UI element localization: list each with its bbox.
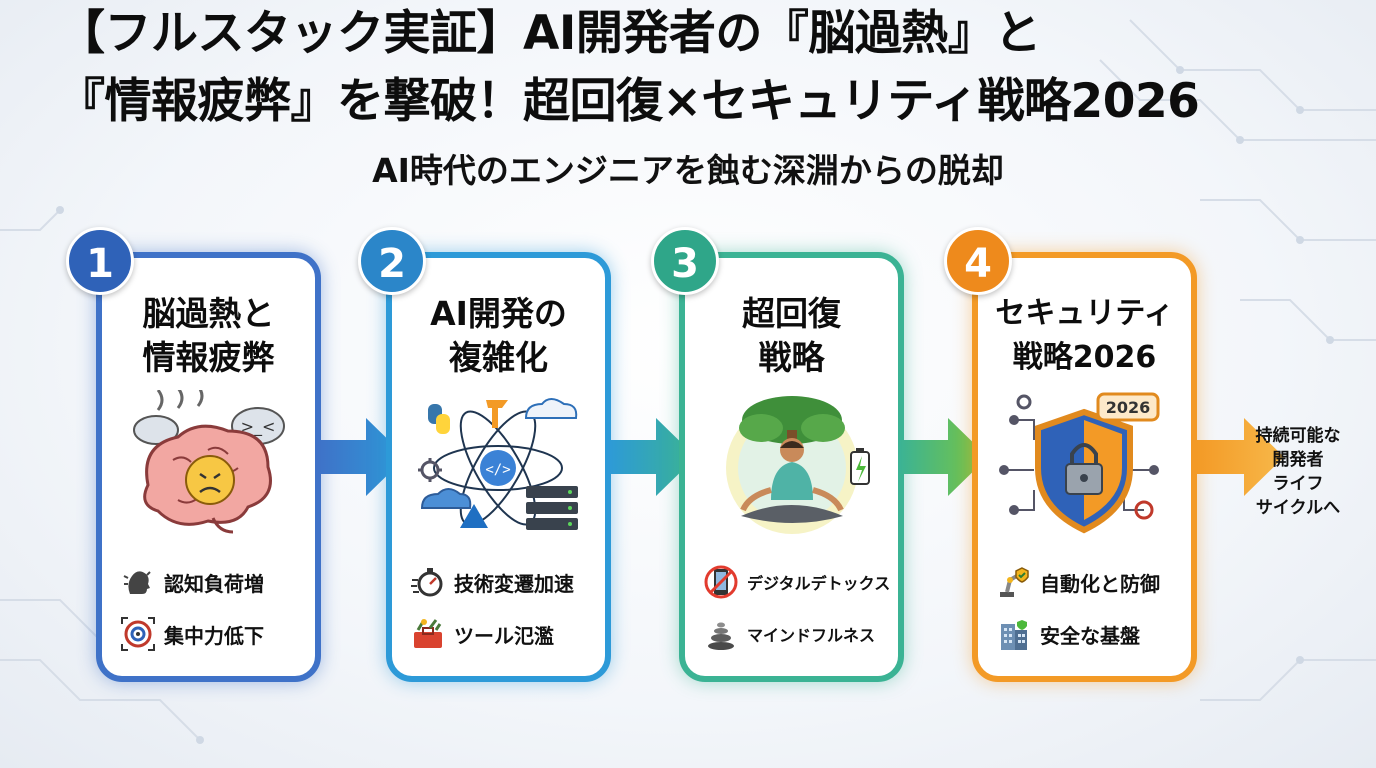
target-icon [121,617,155,651]
step-1-feature-2-label: 集中力低下 [164,623,264,648]
step-4-feature-2: 安全な基盤 [996,614,1196,654]
step-4-feature-2-label: 安全な基盤 [1040,623,1140,648]
step-card-2: AI開発の 複雑化 </> 技術変遷加速 [386,252,611,682]
step-4-title: セキュリティ 戦略2026 [995,296,1174,375]
robot-arm-icon [1000,567,1029,597]
step-3-feature-1: デジタルデトックス [703,562,903,602]
arrow-right-icon [1196,418,1284,496]
step-1-title: 脳過熱と 情報疲弊 [142,294,275,377]
step-2-title: AI開発の 複雑化 [430,294,567,377]
arrow-right-icon [900,418,988,496]
step-card-4: セキュリティ 戦略2026 2026 自動化と防御 [972,252,1197,682]
step-3-feature-2: マインドフルネス [703,614,903,654]
illustration-year-badge: 2026 [1106,398,1151,417]
security-shield-lock-icon: 2026 [999,392,1160,534]
step-4-number-badge: 4 [944,227,1012,295]
final-outcome-text: 持続可能な 開発者 ライフ サイクルへ [1255,426,1341,518]
step-card-3: 超回復 戦略 デジタルデトックス マインドフルネス [679,252,904,682]
no-phone-icon [704,565,738,599]
step-3-title: 超回復 戦略 [742,294,841,377]
step-2-feature-2: ツール氾濫 [410,614,610,654]
stacked-stones-icon [708,622,734,650]
title-line-2: 『情報疲弊』を撃破！超回復×セキュリティ戦略2026 [58,74,1200,129]
arrow-right-icon [318,418,406,496]
building-icon [1001,620,1027,650]
step-2-feature-2-label: ツール氾濫 [454,623,554,648]
step-3-feature-2-label: マインドフルネス [747,626,876,645]
step-2-number-badge: 2 [358,227,426,295]
step-4-feature-1: 自動化と防御 [996,562,1196,602]
step-1-feature-1: 認知負荷増 [120,562,320,602]
step-1-feature-2: 集中力低下 [120,614,320,654]
head-pressure-icon [123,571,151,594]
overheated-brain-icon: >_< [133,390,285,534]
svg-text:>_<: >_< [241,417,276,437]
step-3-feature-1-label: デジタルデトックス [747,574,891,593]
subtitle: AI時代のエンジニアを蝕む深淵からの脱却 [372,151,1004,190]
step-1-feature-1-label: 認知負荷増 [164,571,264,596]
arrow-right-icon [608,418,696,496]
stopwatch-icon [411,568,443,597]
title-line-1: 【フルスタック実証】AI開発者の『脳過熱』と [58,6,1041,61]
svg-text:</>: </> [485,462,510,478]
toolbox-icon [414,619,442,648]
step-2-feature-1: 技術変遷加速 [410,562,610,602]
ai-tech-stack-icon: </> [418,398,578,530]
step-2-feature-1-label: 技術変遷加速 [454,571,574,596]
step-4-feature-1-label: 自動化と防御 [1040,571,1160,596]
step-3-number-badge: 3 [651,227,719,295]
step-1-number-badge: 1 [66,227,134,295]
meditating-person-icon [726,396,870,534]
step-card-1: 脳過熱と 情報疲弊 >_< 認知負荷増 集中力低下 [96,252,321,682]
